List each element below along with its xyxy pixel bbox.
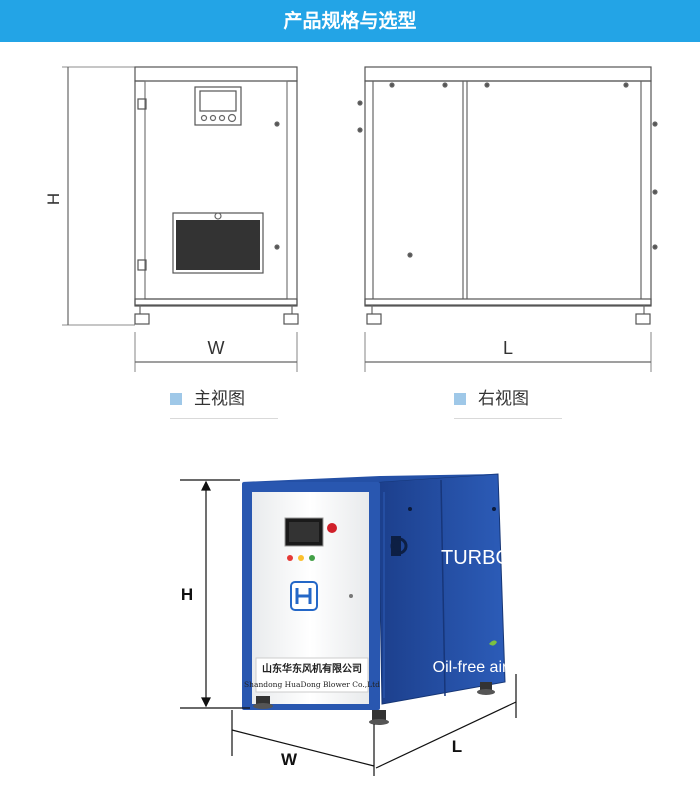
company-name-en: Shandong HuaDong Blower Co.,Ltd (244, 680, 380, 689)
front-view-caption-text: 主视图 (194, 389, 245, 409)
height-label: H (44, 193, 63, 205)
company-logo (290, 581, 318, 611)
turbo-label: TURBO (441, 547, 511, 569)
product-illustration: 山东华东风机有限公司 Shandong HuaDong Blower Co.,L… (180, 473, 517, 776)
side-view-caption: 右视图 (454, 384, 562, 419)
bullet-square (454, 393, 466, 405)
tagline-label: Oil-free air (433, 659, 508, 676)
product-length-label: L (452, 737, 462, 756)
section-banner: 产品规格与选型 (0, 0, 700, 42)
front-view-caption: 主视图 (170, 384, 278, 419)
side-panel-details (390, 507, 496, 556)
banner-title: 产品规格与选型 (283, 10, 417, 32)
product-width-line (231, 729, 375, 767)
width-label: W (208, 338, 225, 358)
length-label: L (503, 338, 513, 358)
technical-drawings: H W L (44, 66, 658, 372)
product-height-label: H (181, 585, 193, 604)
company-name-cn: 山东华东风机有限公司 (262, 662, 362, 675)
side-view-caption-text: 右视图 (478, 389, 529, 409)
nameplate (255, 657, 369, 693)
product-length-line (375, 701, 517, 769)
front-view-drawing (134, 66, 299, 325)
emergency-stop-button (327, 523, 337, 533)
side-view-drawing (357, 66, 658, 325)
leaf-icon (489, 640, 497, 646)
product-width-label: W (281, 750, 298, 769)
bullet-square (170, 393, 182, 405)
